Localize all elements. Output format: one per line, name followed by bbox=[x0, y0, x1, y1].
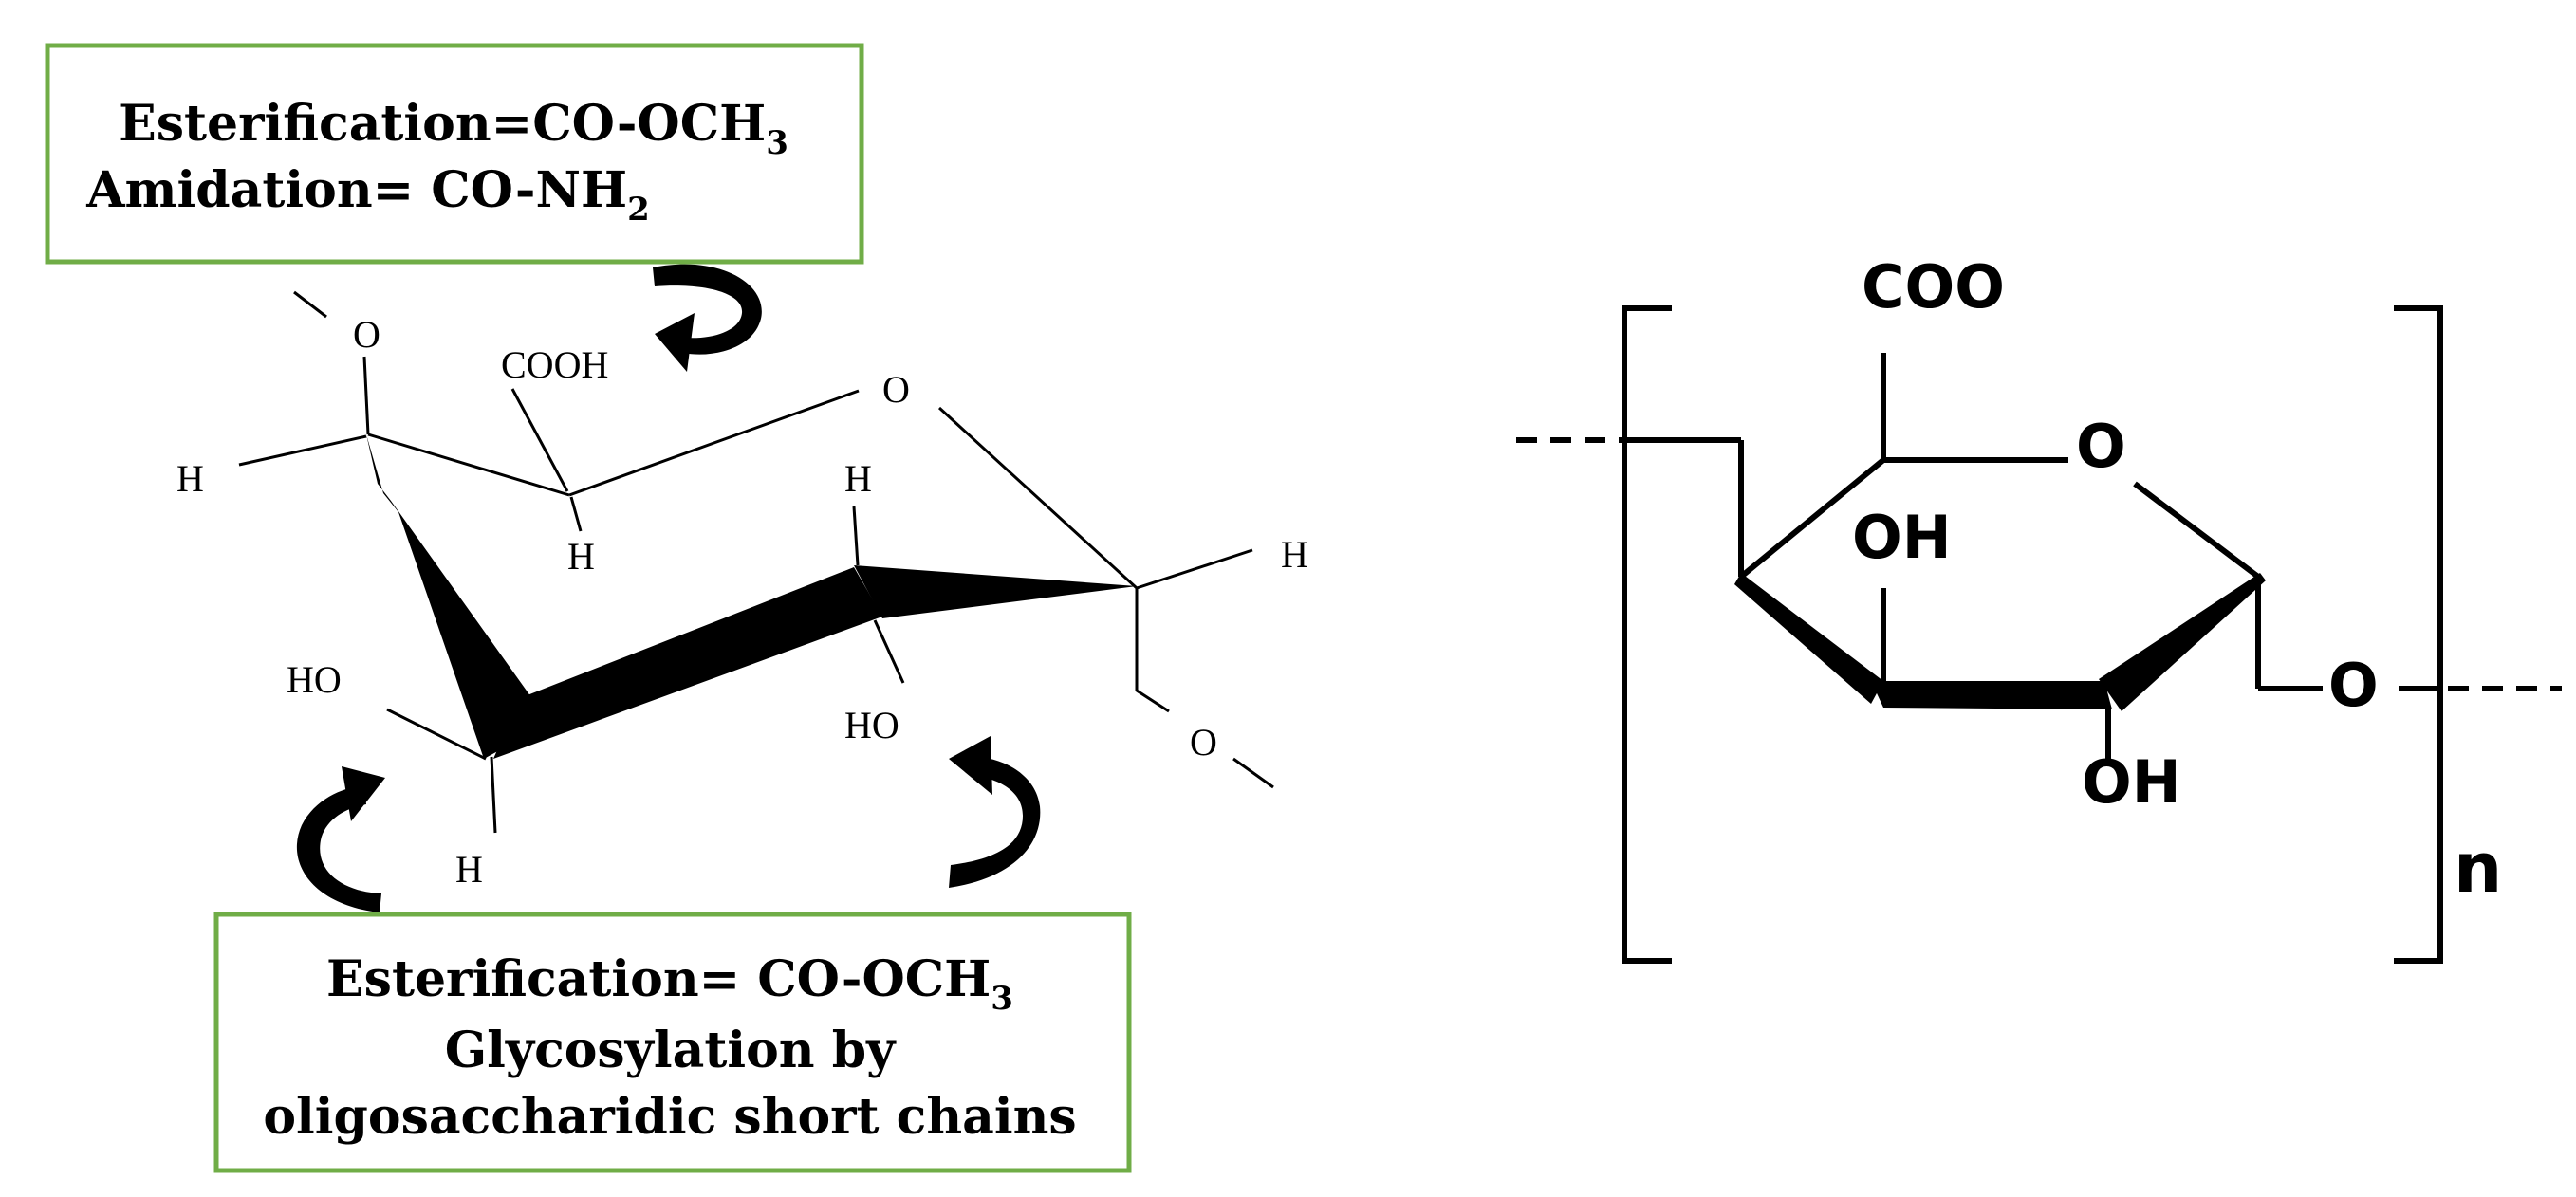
label-o-ring: O bbox=[2076, 412, 2126, 481]
label-o-link: O bbox=[2328, 651, 2379, 720]
bond-o-ring-c1 bbox=[937, 406, 1139, 590]
curved-arrows bbox=[296, 264, 1041, 912]
chair-conformation bbox=[238, 290, 1274, 834]
bold-bond-c3-c2 bbox=[493, 567, 882, 759]
bottom-annotation-box: Esterification= CO-OCH3 Glycosylation by… bbox=[213, 912, 1132, 1173]
top-box-line-esterification: Esterification=CO-OCH3 bbox=[119, 95, 788, 162]
label-h-c2: H bbox=[844, 457, 872, 500]
bond-o-top-c4 bbox=[362, 356, 370, 435]
arrow-to-carboxyl-icon bbox=[653, 264, 762, 372]
bond-h-c5 bbox=[569, 496, 583, 532]
bond-h-right bbox=[1136, 548, 1253, 590]
label-ho-right: HO bbox=[844, 704, 899, 746]
bond-h-left bbox=[238, 434, 367, 467]
label-cooh: COOH bbox=[501, 343, 608, 386]
label-ho-left: HO bbox=[287, 658, 342, 701]
bond-h-c2 bbox=[852, 506, 860, 566]
bond-methyl-o-top bbox=[293, 290, 327, 319]
chair-atom-labels: O H COOH H O H H HO HO H O bbox=[176, 313, 1308, 891]
bond-c4-c5 bbox=[367, 433, 570, 497]
left-bracket bbox=[1622, 305, 1672, 964]
bond-ho-right bbox=[873, 619, 905, 684]
label-h-right: H bbox=[1281, 533, 1308, 576]
bond-c5-o-ring bbox=[568, 389, 860, 497]
label-coo: COO bbox=[1862, 252, 2005, 322]
arrow-to-hydroxyl-right-icon bbox=[949, 736, 1041, 888]
bond-h-bottom bbox=[490, 756, 497, 834]
label-oh-bottom: OH bbox=[2082, 747, 2181, 817]
label-h-left: H bbox=[176, 457, 204, 500]
top-annotation-box: Esterification=CO-OCH3 Amidation= CO-NH2 bbox=[45, 43, 864, 265]
bond-o-glyco-methyl bbox=[1232, 757, 1274, 789]
bond-ho-left bbox=[386, 708, 487, 761]
label-o-ring: O bbox=[882, 368, 910, 411]
haworth-bold-bonds bbox=[1734, 573, 2266, 711]
label-repeat-n: n bbox=[2454, 828, 2502, 908]
bond-cooh-c5 bbox=[510, 388, 569, 492]
bold-bond-c4-c3 bbox=[1734, 573, 1883, 704]
haworth-atom-labels: COO O OH O OH n bbox=[1852, 252, 2502, 908]
bold-bond-c3-c2 bbox=[1871, 681, 2112, 709]
right-bracket bbox=[2394, 305, 2443, 964]
bottom-box-line-esterification: Esterification= CO-OCH3 bbox=[326, 950, 1013, 1018]
bottom-box-border bbox=[213, 912, 1132, 1173]
label-h-c5: H bbox=[567, 535, 595, 578]
bond-o-c1 bbox=[2133, 481, 2260, 580]
label-h-bottom: H bbox=[455, 848, 483, 891]
label-o-top: O bbox=[353, 313, 380, 356]
bold-bond-c4-c3 bbox=[366, 434, 533, 759]
chair-bold-bonds bbox=[366, 434, 1137, 759]
bottom-box-line-glycosylation: Glycosylation by bbox=[445, 1022, 897, 1079]
bond-c1-o-glyco bbox=[1136, 689, 1170, 713]
top-box-line-amidation: Amidation= CO-NH2 bbox=[85, 161, 650, 229]
bottom-box-line-oligosaccharidic: oligosaccharidic short chains bbox=[263, 1088, 1076, 1146]
arrow-to-hydroxyl-left-icon bbox=[296, 766, 385, 912]
label-o-glyco: O bbox=[1190, 721, 1217, 764]
haworth-projection bbox=[1516, 305, 2562, 964]
bond-c4-c5 bbox=[1739, 457, 1885, 580]
label-oh-top: OH bbox=[1852, 503, 1952, 572]
top-box-border bbox=[45, 43, 864, 265]
bold-bond-c2-c1 bbox=[854, 565, 1137, 618]
bold-bond-c2-c1 bbox=[2099, 573, 2266, 711]
